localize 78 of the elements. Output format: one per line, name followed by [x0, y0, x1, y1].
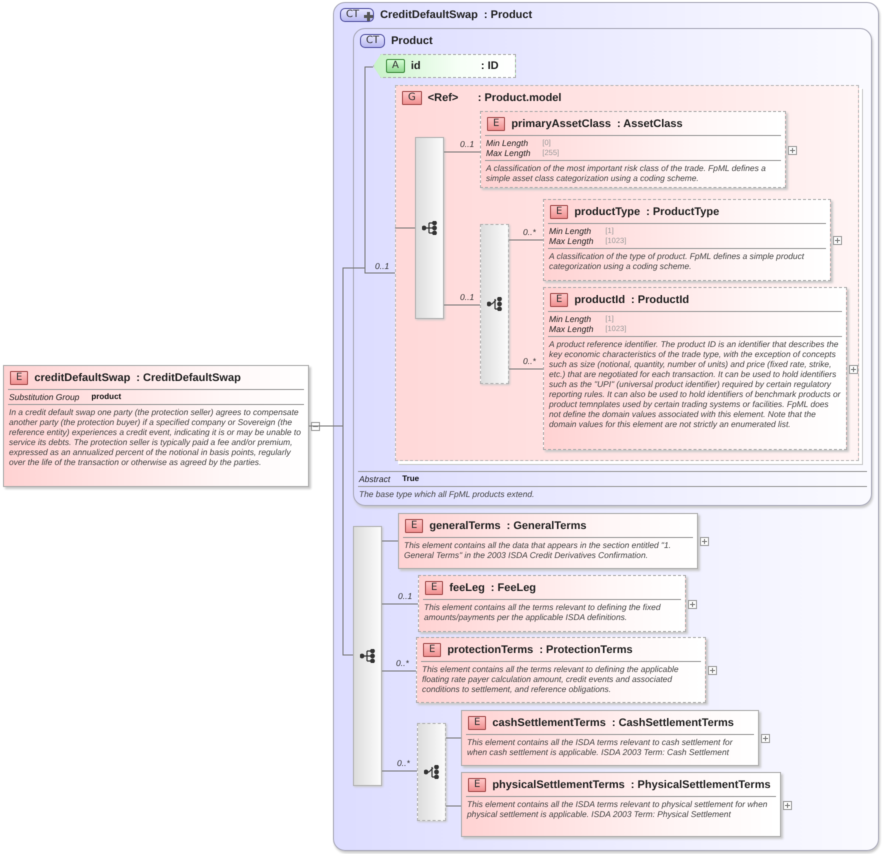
name-text: Product: [391, 35, 433, 47]
type-text: : PhysicalSettlementTerms: [630, 779, 771, 791]
type-text: : CashSettlementTerms: [612, 717, 734, 729]
complex-type-box: [353, 28, 872, 506]
property-label: Max Length: [486, 148, 530, 158]
kind-badge: G: [402, 91, 422, 105]
connector-line: [382, 770, 418, 772]
kind-badge: E: [468, 778, 486, 792]
multiplicity-label: 0..1: [460, 139, 474, 149]
name-text: feeLeg: [449, 582, 485, 594]
kind-badge: E: [10, 371, 28, 385]
multiplicity-label: 0..*: [523, 227, 536, 237]
property-label: Max Length: [549, 236, 594, 246]
attribute-box: [373, 54, 516, 78]
type-text: : Product: [484, 9, 532, 21]
description-text: This element contains all the data that appears in the section entitled "1. General Terms" in the 2003 ISDA Credit Derivatives Confirmation.: [403, 539, 672, 562]
name-text: <Ref>: [428, 92, 460, 104]
property-label: Min Length: [549, 314, 592, 324]
multiplicity-label: 0..1: [375, 261, 390, 271]
kind-badge: E: [550, 205, 568, 219]
description-text: This element contains all the terms relevant to defining the applicable floating rate payer calculation amount, credit events and associated conditions to settlement, and reference obligations.: [421, 663, 680, 696]
type-text: : ProductType: [646, 206, 720, 218]
type-text: : CreditDefaultSwap: [136, 372, 241, 384]
type-text: : AssetClass: [617, 118, 683, 130]
choice-compositor-bar: [417, 723, 446, 821]
property-label: Min Length: [549, 226, 592, 236]
type-text: : ID: [480, 60, 499, 72]
kind-badge: E: [405, 519, 424, 533]
kind-badge: E: [425, 581, 444, 595]
multiplicity-label: 0..1: [398, 591, 412, 601]
name-text: CreditDefaultSwap: [380, 9, 478, 21]
description-text: This element contains all the ISDA terms relevant to physical settlement for when physical settlement is applicable. ISDA 2003 Term: Physical Settlement: [466, 798, 768, 821]
sequence-compositor-bar: [415, 137, 444, 319]
property-value: product: [91, 392, 122, 402]
type-text: : ProtectionTerms: [539, 644, 633, 656]
type-text: : GeneralTerms: [506, 520, 587, 532]
kind-badge: CT: [360, 34, 386, 48]
kind-badge: E: [550, 293, 568, 307]
multiplicity-label: 0..*: [397, 758, 410, 768]
description-text: A classification of the type of product. FpML defines a simple product categorization using a coding scheme.: [548, 250, 806, 273]
multiplicity-label: 0..*: [396, 658, 409, 668]
description-text: A product reference identifier. The product ID is an identifier that describes the key economic characteristics of the trade type, with the exception of concepts such as size (notional, quantity, number of units) and price (fixed rate, strike, etc.) that are negotiated for each transaction. It can be used to hold identifiers such as the "UPI" (universal product identifier) required by certain regulatory reporting rules. It can also be used to hold identifiers of benchmark products or product temnplates used by certain trading systems or facilities. FpML does not define the domain values associated with this element. Note that the domain values for this element are not strictly an enumerated list.: [548, 338, 842, 431]
name-text: primaryAssetClass: [511, 118, 611, 130]
description-text: This element contains all the terms relevant to defining the fixed amounts/payments per the applicable ISDA definitions.: [423, 601, 662, 624]
kind-badge: A: [386, 59, 405, 73]
kind-badge: E: [423, 643, 442, 657]
property-label: Max Length: [549, 324, 594, 334]
property-label: Substitution Group: [9, 392, 80, 402]
type-text: : ProductId: [631, 294, 690, 306]
type-text: : Product.model: [478, 92, 562, 104]
choice-compositor-bar: [480, 224, 509, 384]
complex-type-box: [333, 2, 879, 851]
description-text: The base type which all FpML products extend.: [358, 488, 536, 501]
multiplicity-label: 0..1: [460, 292, 474, 302]
connector-line: [444, 304, 480, 306]
description-text: This element contains all the ISDA terms relevant to cash settlement for when cash settlement is applicable. ISDA 2003 Term: Cash Settlement: [466, 736, 734, 759]
kind-badge: CT: [340, 8, 374, 22]
name-text: generalTerms: [429, 520, 501, 532]
description-text: In a credit default swap one party (the protection seller) agrees to compensate another party (the protection buyer) if a specified company or Sovereign (the reference entity) experiences a credit event, indicating it is or may be unable to service its debts. The protection seller is typically paid a fee and/or premium, expressed as an annualized percent of the notional in basis points, regularly over the life of the transaction or otherwise as agreed by the parties.: [8, 406, 302, 469]
kind-badge: E: [487, 117, 506, 131]
property-label: Abstract: [359, 474, 390, 484]
connector-line: [382, 540, 398, 542]
name-text: creditDefaultSwap: [34, 372, 130, 384]
name-text: protectionTerms: [447, 644, 534, 656]
connector-line: [382, 670, 416, 672]
name-text: physicalSettlementTerms: [492, 779, 625, 791]
property-value: True: [402, 474, 420, 484]
connector-line: [508, 368, 544, 370]
name-text: id: [410, 60, 422, 72]
name-text: cashSettlementTerms: [492, 717, 606, 729]
type-text: : FeeLeg: [490, 582, 536, 594]
sequence-compositor-bar: [353, 526, 382, 786]
name-text: productType: [574, 206, 640, 218]
multiplicity-label: 0..*: [523, 356, 536, 366]
description-text: A classification of the most important risk class of the trade. FpML defines a simple asset class categorization using a coding scheme.: [484, 162, 767, 185]
kind-badge: E: [468, 716, 486, 730]
property-label: Min Length: [486, 138, 530, 148]
name-text: productId: [574, 294, 626, 306]
